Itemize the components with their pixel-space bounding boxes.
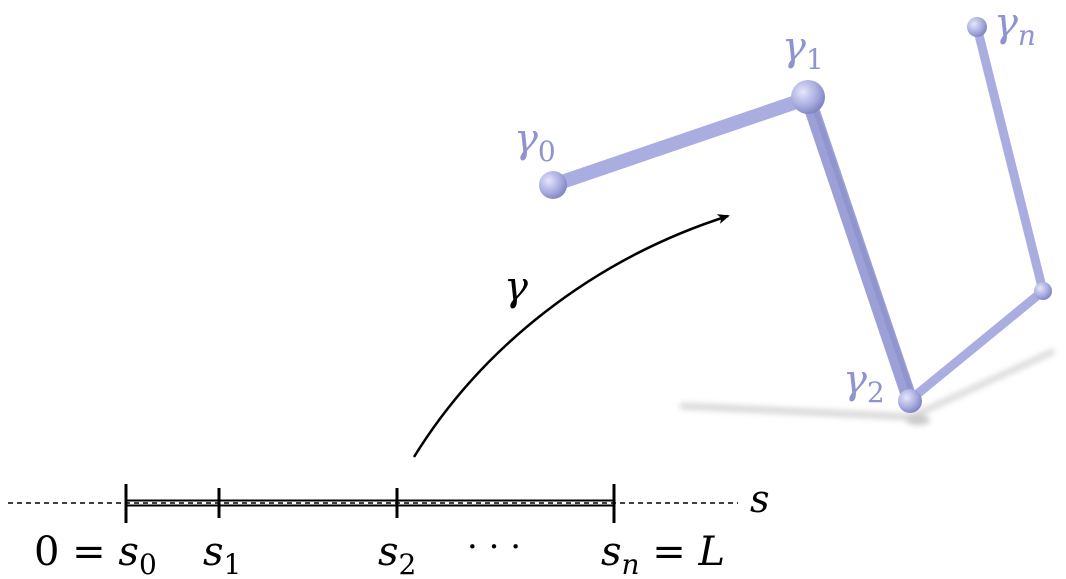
axis-ellipsis: · · · — [467, 527, 521, 567]
map-arrow-curve — [412, 214, 730, 458]
vertex-label-gamma-1: γ1 — [782, 24, 824, 76]
curve-edge-3-n — [972, 22, 1048, 296]
tick-label-sn: sn = L — [601, 529, 725, 579]
curve-edge-1-2-shade — [809, 97, 917, 403]
vertex-label-gamma-0: γ0 — [514, 116, 556, 168]
tick-label-s0: 0 = s0 — [34, 529, 157, 579]
curve-vertex-n — [967, 17, 987, 37]
tick-label-s2: s2 — [378, 529, 416, 579]
vertex-label-gamma-n: γn — [994, 0, 1036, 52]
curve-vertex-1 — [791, 80, 825, 114]
discrete-curve — [539, 17, 1052, 413]
map-arrow: γ — [412, 214, 730, 458]
curve-vertex-3 — [1034, 282, 1052, 300]
curve-shadow — [679, 349, 1055, 425]
curve-edge-2-3 — [905, 286, 1048, 405]
curve-edge-1-2 — [800, 90, 918, 408]
tick-label-s1: s1 — [203, 529, 241, 579]
map-arrow-label: γ — [504, 264, 528, 310]
axis-variable-label: s — [750, 477, 770, 521]
curve-edge-0-1 — [546, 91, 815, 192]
vertex-label-gamma-2: γ2 — [843, 357, 885, 409]
curve-vertex-2 — [898, 389, 922, 413]
curve-vertex-0 — [539, 171, 567, 199]
parameter-axis: s 0 = s0 s1 s2 sn = L · · · — [8, 477, 770, 579]
curve-vertex-labels: γ0 γ1 γ2 γn — [514, 0, 1036, 409]
